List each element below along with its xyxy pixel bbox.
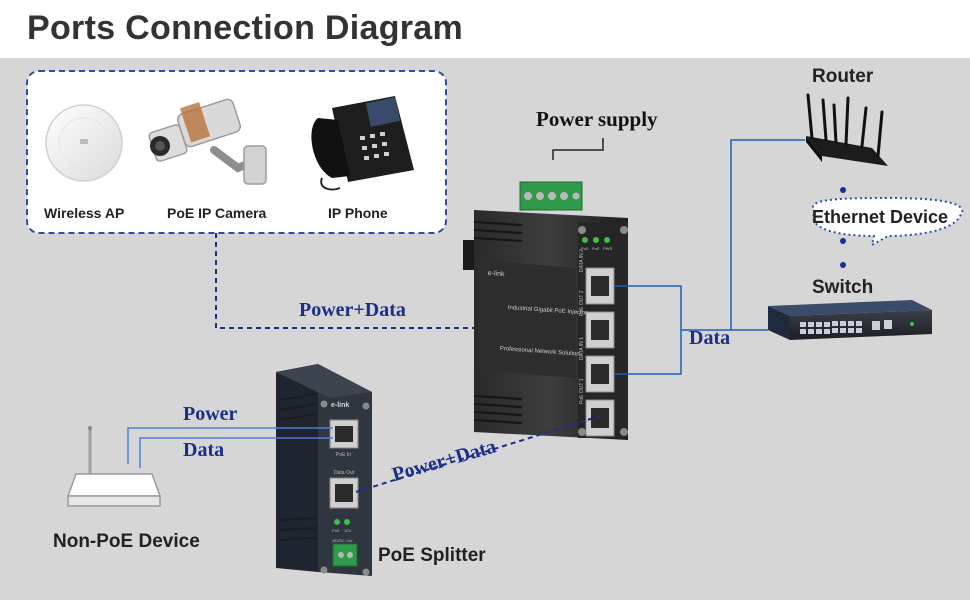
power-supply-leader <box>552 138 604 160</box>
data-line-router <box>681 139 805 331</box>
splitter-led-label: 12V <box>344 528 352 533</box>
data-label-right: Data <box>689 327 731 349</box>
power-line <box>127 427 333 464</box>
router-icon <box>806 93 888 166</box>
link-dot <box>840 187 846 193</box>
injector-led-label: PoE <box>592 246 600 251</box>
switch-label: Switch <box>812 277 874 298</box>
ethernet-device-label: Ethernet Device <box>812 207 949 227</box>
power-data-line-top <box>215 233 480 329</box>
splitter-led-label: PoE <box>332 528 340 533</box>
poe-splitter-device <box>276 364 372 576</box>
link-dot <box>840 238 846 244</box>
splitter-brand: e-link <box>331 402 350 409</box>
page-title: Ports Connection Diagram <box>27 9 464 47</box>
poe-injector-device <box>463 181 628 440</box>
injector-led-label: PoE <box>581 246 589 251</box>
power-supply-label: Power supply <box>536 107 658 131</box>
poe-ip-camera-label: PoE IP Camera <box>167 205 267 221</box>
ethernet-device-bubble <box>812 196 963 247</box>
non-poe-device-icon <box>66 426 162 507</box>
poe-ip-camera-icon <box>148 98 267 185</box>
switch-icon <box>768 300 932 340</box>
title-bar: Ports Connection Diagram <box>0 0 970 58</box>
power-data-label-top: Power+Data <box>299 299 406 321</box>
injector-brand: e-link <box>487 270 505 279</box>
injector-port-label: PoE OUT 1 <box>579 378 585 404</box>
non-poe-device-label: Non-PoE Device <box>53 531 200 552</box>
power-data-line-splitter <box>355 415 601 493</box>
power-label: Power <box>183 403 238 425</box>
splitter-poe-in: PoE In <box>336 452 352 458</box>
injector-port-label: PoE OUT 2 <box>579 290 585 316</box>
wireless-ap-icon <box>45 104 123 182</box>
router-label: Router <box>812 66 874 87</box>
poe-splitter-label: PoE Splitter <box>378 545 486 566</box>
data-label-left: Data <box>183 439 225 461</box>
splitter-data-out: Data Out <box>334 470 355 476</box>
injector-port-label: DATA IN 1 <box>579 337 585 360</box>
data-line <box>139 437 333 468</box>
ip-phone-icon <box>311 96 414 191</box>
wireless-ap-label: Wireless AP <box>44 205 125 221</box>
link-dot <box>840 262 846 268</box>
injector-port-label: DATA IN 2 <box>579 249 585 272</box>
splitter-dc-out: 48VDC Out <box>332 538 353 543</box>
ip-phone-label: IP Phone <box>328 205 388 221</box>
injector-led-label: PWR <box>603 246 613 251</box>
